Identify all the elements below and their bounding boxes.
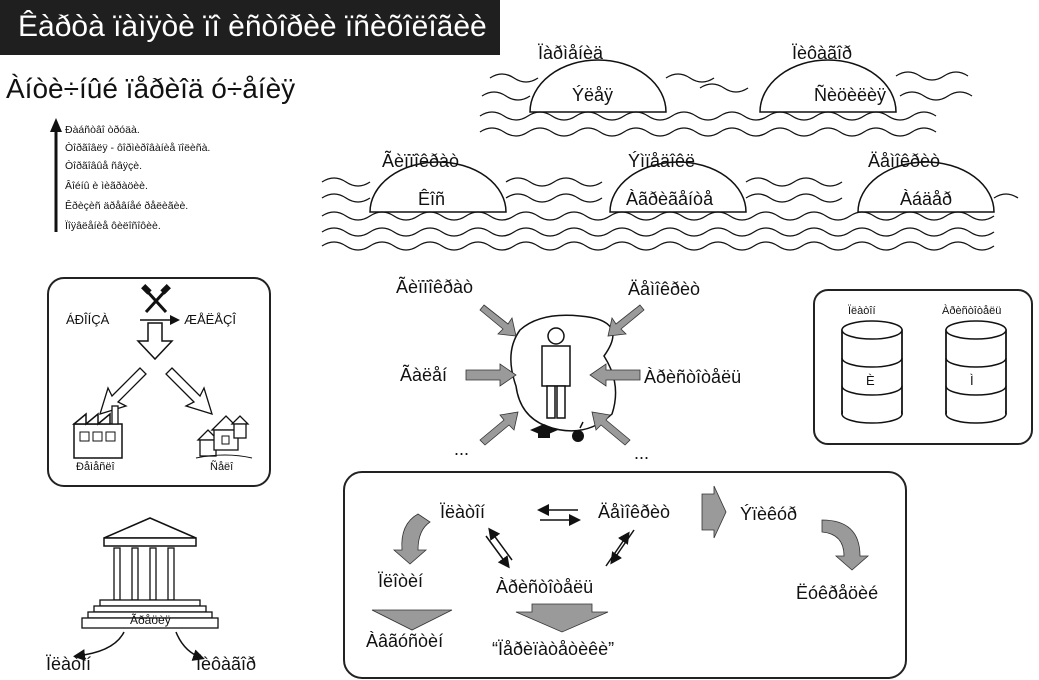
rel-peripatetics: “Ïåðèïàòåòèêè”: [492, 639, 615, 659]
human-top-left: Ãèïïîêðàò: [396, 277, 474, 297]
human-mid-left: Ãàëåí: [400, 365, 448, 385]
economy-box: [47, 277, 271, 487]
factor-item: Ðàáñòâî òðóäà.: [65, 124, 140, 136]
island-sicily: [759, 59, 897, 113]
school-place: Ýëåÿ: [572, 85, 614, 105]
page-title: Êàðòà ïàìÿòè ïî èñòîðèè ïñèõîëîãèè: [18, 10, 487, 43]
rel-lukretsiy: Ëóêðåöèé: [796, 583, 879, 603]
human-bottom-right: ...: [634, 443, 650, 463]
graduation-cap-icon: [530, 424, 558, 438]
human-top-right: Äåìîêðèò: [628, 279, 701, 299]
factor-item: Âîéíû è ìèãðàöèè.: [65, 180, 148, 192]
economy-left: Ðåìåñëî: [76, 461, 115, 473]
island-elea: [529, 59, 667, 113]
person-body: [541, 345, 571, 387]
title-bar: Êàðòà ïàìÿòè ïî èñòîðèè ïñèõîëîãèè: [0, 0, 500, 55]
economy-graphics: [47, 277, 271, 487]
temple-right: Ïèôàãîð: [196, 654, 257, 674]
rel-platon: Ïëàòîí: [440, 502, 486, 522]
factors-arrow-head: [50, 118, 62, 132]
down-arrow-hollow: [136, 322, 174, 361]
temple-label: Ãðåöèÿ: [130, 613, 171, 627]
hammers-icon: [141, 284, 171, 314]
bomb-icon: [572, 421, 584, 442]
school-philosopher: Ãèïïîêðàò: [382, 151, 460, 171]
school-philosopher: Ïàðìåíèä: [538, 43, 604, 63]
relations-graphics: [343, 471, 907, 679]
arrow-to-village: [165, 367, 213, 415]
rel-aristotel: Àðèñòîòåëü: [496, 577, 594, 597]
island-abdera: [857, 161, 995, 213]
economy-right: Ñåëî: [210, 461, 234, 473]
rel-epikur: Ýïèêóð: [740, 504, 798, 524]
person-head: [547, 327, 565, 345]
cylinder-aristotel: [945, 320, 1007, 424]
cylinder-left-label: Ïëàòîí: [848, 305, 876, 317]
arrow-to-craft: [99, 367, 147, 415]
school-philosopher: Äåìîêðèò: [868, 151, 941, 171]
school-philosopher: Ýìïåäîêë: [628, 151, 696, 171]
factor-item: Êðèçèñ äðåâíåé ðåëèãèè.: [65, 200, 189, 212]
cylinder-left-inner: È: [866, 373, 875, 388]
island-kos: [369, 161, 507, 213]
page-subtitle: Àíòè÷íûé ïåðèîä ó÷åíèÿ: [6, 73, 296, 104]
village-icon: [195, 415, 253, 459]
temple-icon: [73, 517, 219, 662]
temple-left: Ïëàòîí: [46, 654, 92, 674]
human-graphics: [465, 304, 645, 446]
human-mid-right: Àðèñòîòåëü: [644, 367, 742, 387]
island-agrigento: [609, 161, 747, 213]
human-bottom-left: ...: [454, 439, 470, 459]
factor-item: Òîðãîâûå ñâÿçè.: [65, 160, 143, 172]
school-place: Àáäåð: [900, 189, 953, 209]
factor-item: Òîðãîâëÿ - ôîðìèðîâàíèå ïîëèñà.: [65, 142, 211, 154]
school-place: Ñèöèëèÿ: [814, 85, 887, 105]
rel-avgustin: Àâãóñòèí: [366, 631, 444, 651]
economy-from: ÁÐÎÍÇÀ: [66, 312, 110, 327]
rel-demokrit: Äåìîêðèò: [598, 502, 671, 522]
cylinder-platon: [841, 320, 903, 424]
island-group-top: [479, 59, 973, 137]
school-place: Àãðèãåíòå: [626, 189, 714, 209]
rel-plotin: Ïëîòèí: [378, 571, 424, 591]
economy-to: ÆÅËÅÇÎ: [184, 312, 237, 327]
school-philosopher: Ïèôàãîð: [792, 43, 853, 63]
cylinder-right-inner: Ì: [970, 373, 974, 388]
factory-icon: [71, 405, 123, 459]
cylinders-graphics: [813, 289, 1033, 445]
factor-item: Ïîÿâëåíèå ôèëîñîôèè.: [65, 220, 161, 232]
school-place: Êîñ: [418, 189, 446, 209]
cylinder-right-label: Àðèñòîòåëü: [942, 305, 1002, 317]
island-group-bottom: [321, 161, 1019, 251]
